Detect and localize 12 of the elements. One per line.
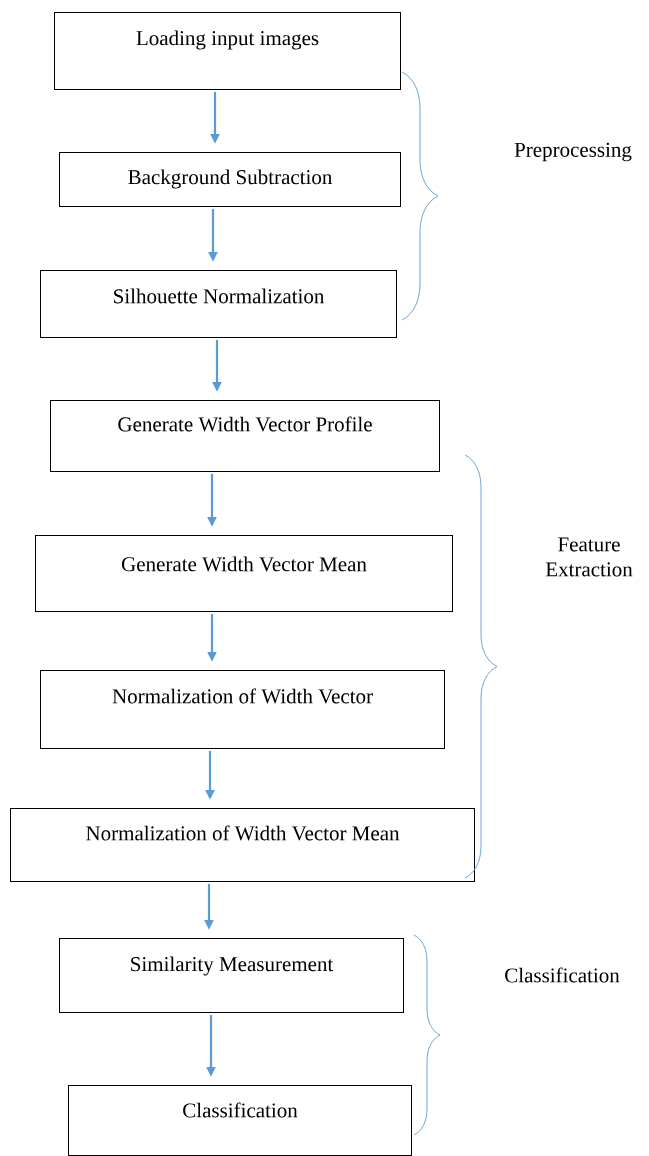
process-box: Normalization of Width Vector Mean	[10, 808, 475, 882]
group-label: Preprocessing	[514, 142, 632, 162]
process-box: Generate Width Vector Profile	[50, 400, 440, 472]
process-box: Classification	[68, 1085, 412, 1156]
process-box: Silhouette Normalization	[40, 270, 397, 338]
process-box: Background Subtraction	[59, 152, 401, 207]
process-box: Similarity Measurement	[59, 938, 404, 1013]
process-box: Loading input images	[54, 12, 401, 90]
group-label: Classification	[505, 967, 620, 983]
process-box: Normalization of Width Vector	[40, 670, 445, 749]
group-label: Feature Extraction	[545, 537, 633, 577]
process-box: Generate Width Vector Mean	[35, 535, 453, 612]
